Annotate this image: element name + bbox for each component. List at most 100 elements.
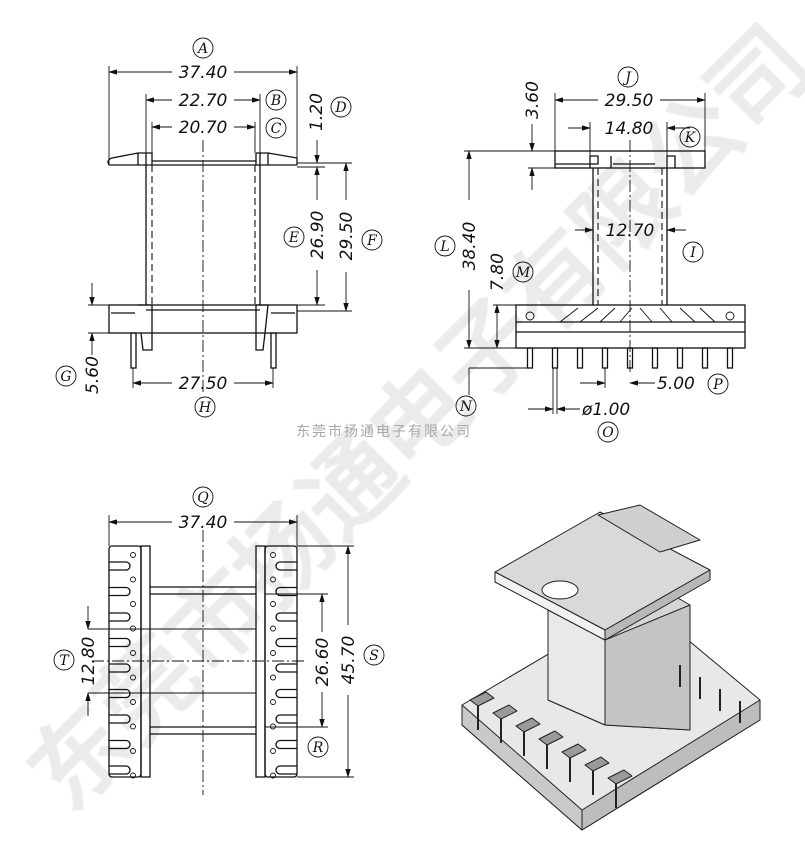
pin-hole (270, 601, 276, 607)
comb-slot (275, 739, 297, 750)
pin-hole (270, 748, 276, 754)
comb-slot (109, 586, 131, 597)
pin-tab (584, 756, 610, 772)
pin-tab (607, 769, 633, 785)
pin (726, 347, 734, 369)
pin-hole (130, 699, 136, 705)
pin (626, 347, 634, 369)
dim-K-value: 14.80 (605, 119, 654, 139)
comb-slot (275, 688, 297, 699)
comb-slot (109, 637, 131, 648)
pin-hole (130, 601, 136, 607)
pin-hole (130, 552, 136, 558)
label-I: I (689, 245, 696, 261)
pin-hole (270, 772, 276, 779)
pin-hole (130, 723, 136, 730)
comb-slot (109, 663, 131, 673)
pin (676, 347, 684, 369)
dim-D-value: 1.20 (307, 93, 327, 131)
label-G: G (60, 369, 71, 385)
pin-hole (270, 625, 276, 632)
pin-hole (130, 625, 136, 632)
side-view: 29.50 J 14.80 K 3.60 12.70 I 38.40 L 7.8… (434, 66, 746, 443)
dim-C-value: 20.70 (179, 118, 228, 138)
label-M: M (515, 265, 531, 281)
pin-hole (130, 674, 136, 681)
label-C: C (271, 121, 282, 137)
pin-hole (270, 699, 276, 705)
pin-tab (492, 704, 518, 720)
pin-hole (130, 748, 136, 754)
dim-L-value: 38.40 (460, 222, 480, 271)
comb-slot (109, 561, 131, 571)
pin (701, 347, 709, 369)
comb-slot (109, 739, 131, 750)
label-O: O (602, 425, 614, 441)
pin-tab (561, 743, 587, 759)
dim-A-value: 37.40 (179, 63, 228, 83)
dim-J-value: 29.50 (605, 91, 654, 111)
label-N: N (459, 399, 473, 415)
comb-slot (275, 637, 297, 648)
label-A: A (196, 41, 208, 57)
pin (651, 347, 659, 369)
label-B: B (270, 93, 281, 109)
pin-hole (270, 576, 276, 583)
comb-slot (275, 586, 297, 597)
dim-G-value: 5.60 (83, 356, 103, 394)
comb-slot (109, 714, 131, 724)
dim-O-value: ø1.00 (581, 400, 630, 420)
comb-flange (108, 545, 142, 778)
label-Q: Q (197, 490, 209, 506)
label-E: E (288, 230, 299, 246)
pin-hole (130, 576, 136, 583)
pin-tab (469, 691, 495, 707)
comb-slot (275, 612, 297, 622)
isometric-view (461, 504, 761, 831)
comb-slot (275, 561, 297, 571)
comb-slot (109, 688, 131, 699)
dim-E-value: 26.90 (308, 211, 328, 260)
comb-slot (275, 714, 297, 724)
dim-F-value: 29.50 (337, 212, 357, 261)
pin-hole (270, 674, 276, 681)
pin-hole (270, 552, 276, 558)
dim-3.60-value: 3.60 (523, 81, 543, 119)
dim-B-value: 22.70 (179, 91, 228, 111)
label-T: T (59, 653, 70, 669)
pin (526, 347, 534, 369)
dim-T-value: 12.80 (79, 637, 99, 686)
comb-slot (109, 612, 131, 622)
watermark-small: 东莞市扬通电子有限公司 (296, 423, 472, 440)
dim-I-value: 12.70 (606, 221, 655, 241)
front-view: 37.40 A 22.70 B 20.70 C 1.20 D 26.90 E 2… (55, 37, 383, 418)
pin-tab (538, 730, 564, 746)
label-S: S (369, 648, 379, 664)
label-H: H (198, 400, 212, 416)
dim-Q-value: 37.40 (179, 513, 228, 533)
label-K: K (684, 130, 697, 146)
label-R: R (312, 740, 324, 756)
pin (576, 347, 584, 369)
label-F: F (366, 233, 378, 249)
pin-hole (270, 723, 276, 730)
pin-tab (515, 717, 541, 733)
comb-slot (109, 765, 131, 775)
dim-R-value: 26.60 (313, 638, 333, 687)
label-P: P (712, 377, 723, 393)
comb-slot (275, 765, 297, 775)
pin-hole (130, 650, 136, 656)
label-L: L (439, 239, 449, 255)
dim-M-value: 7.80 (488, 253, 508, 291)
comb-flange (264, 545, 298, 778)
pin (551, 347, 559, 369)
dim-H-value: 27.50 (179, 374, 228, 394)
comb-slot (275, 663, 297, 673)
pin (601, 347, 609, 369)
bottom-view: 37.40 Q 45.70 S 26.60 R 12.80 T (53, 486, 385, 795)
dim-P-value: 5.00 (657, 374, 695, 394)
label-D: D (334, 100, 346, 116)
pin-hole (270, 650, 276, 656)
